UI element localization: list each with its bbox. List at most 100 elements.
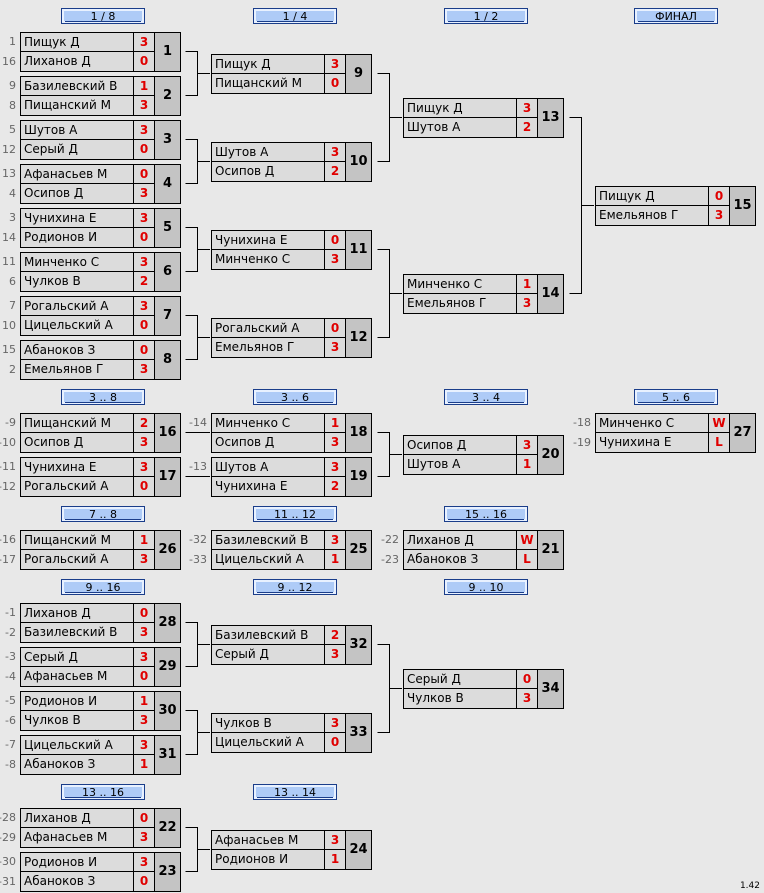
- player-name: Лиханов Д: [20, 808, 134, 828]
- player-score: 3: [134, 550, 155, 570]
- seed-label: -14: [189, 416, 207, 429]
- match-number: 7: [155, 296, 181, 336]
- round-label-9-12: 9 .. 12: [253, 579, 337, 595]
- player-name: Лиханов Д: [20, 603, 134, 623]
- seed-label: -6: [5, 714, 16, 727]
- player-score: 3: [134, 457, 155, 477]
- seed-label: -29: [0, 831, 16, 844]
- player-name: Рогальский А: [20, 296, 134, 316]
- round-label-7-8: 7 .. 8: [61, 506, 145, 522]
- player-score: 3: [134, 828, 155, 848]
- player-score: 3: [134, 32, 155, 52]
- seed-label: 9: [9, 79, 16, 92]
- match-number: 28: [155, 603, 181, 643]
- round-label-3-6: 3 .. 6: [253, 389, 337, 405]
- player-score: 3: [517, 98, 538, 118]
- seed-label: -19: [573, 436, 591, 449]
- round-label-3-8: 3 .. 8: [61, 389, 145, 405]
- player-score: 3: [134, 360, 155, 380]
- player-name: Чунихина Е: [595, 433, 709, 453]
- match-number: 6: [155, 252, 181, 292]
- player-score: 3: [134, 208, 155, 228]
- player-score: 3: [134, 852, 155, 872]
- seed-label: -3: [5, 650, 16, 663]
- player-score: W: [709, 413, 730, 433]
- player-score: 0: [134, 477, 155, 497]
- player-score: L: [709, 433, 730, 453]
- player-name: Серый Д: [20, 140, 134, 160]
- seed-label: -32: [189, 533, 207, 546]
- player-score: L: [517, 550, 538, 570]
- seed-label: 5: [9, 123, 16, 136]
- player-name: Абаноков З: [20, 755, 134, 775]
- player-score: 3: [134, 96, 155, 116]
- player-name: Пищанский М: [20, 530, 134, 550]
- player-name: Лиханов Д: [403, 530, 517, 550]
- player-name: Пищук Д: [595, 186, 709, 206]
- player-name: Минченко С: [403, 274, 517, 294]
- player-score: 3: [325, 713, 346, 733]
- seed-label: 12: [2, 143, 16, 156]
- round-label-1-4: 1 / 4: [253, 8, 337, 24]
- player-name: Рогальский А: [211, 318, 325, 338]
- player-name: Емельянов Г: [211, 338, 325, 358]
- seed-label: -33: [189, 553, 207, 566]
- player-score: W: [517, 530, 538, 550]
- match-number: 12: [346, 318, 372, 358]
- player-name: Пищук Д: [211, 54, 325, 74]
- match-number: 19: [346, 457, 372, 497]
- player-name: Осипов Д: [20, 433, 134, 453]
- player-score: 0: [709, 186, 730, 206]
- match-number: 1: [155, 32, 181, 72]
- player-score: 2: [325, 162, 346, 182]
- player-name: Серый Д: [403, 669, 517, 689]
- player-score: 3: [325, 530, 346, 550]
- seed-label: 8: [9, 99, 16, 112]
- player-name: Лиханов Д: [20, 52, 134, 72]
- player-score: 3: [325, 457, 346, 477]
- player-score: 0: [134, 340, 155, 360]
- match-number: 33: [346, 713, 372, 753]
- player-score: 2: [325, 477, 346, 497]
- seed-label: -17: [0, 553, 16, 566]
- seed-label: -23: [381, 553, 399, 566]
- match-number: 20: [538, 435, 564, 475]
- player-score: 3: [134, 711, 155, 731]
- player-score: 3: [134, 433, 155, 453]
- match-number: 32: [346, 625, 372, 665]
- player-score: 3: [134, 120, 155, 140]
